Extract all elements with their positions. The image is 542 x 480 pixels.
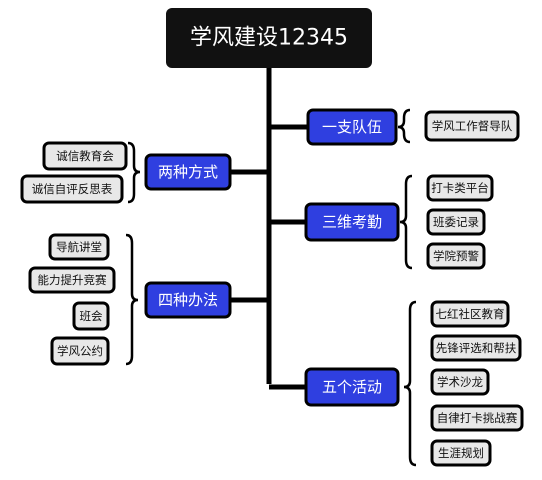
leaf-node-box (426, 242, 486, 270)
leaf-node: 学术沙龙 (430, 368, 490, 396)
leaf-node-label: 学院预警 (433, 249, 479, 263)
branch-node-label: 两种方式 (158, 163, 218, 181)
brace-b5 (403, 300, 417, 467)
leaf-node-box (426, 174, 494, 202)
leaf-node-label: 诚信教育会 (56, 149, 114, 163)
leaf-node-box (72, 301, 110, 331)
leaf-node-label: 班委记录 (433, 215, 479, 229)
leaf-node-box (42, 141, 128, 171)
child-braces (125, 108, 417, 467)
branch-node-box (304, 367, 400, 407)
leaf-node-box (430, 334, 522, 362)
branch-node-box (306, 108, 398, 146)
leaf-node: 诚信自评反思表 (20, 174, 124, 204)
leaf-node-label: 自律打卡挑战赛 (437, 411, 518, 425)
branch-node-b5: 五个活动 (304, 367, 400, 407)
branch-node-label: 四种办法 (158, 291, 218, 309)
branch-node-box (144, 153, 232, 191)
leaf-node-label: 诚信自评反思表 (32, 182, 113, 196)
leaf-node: 先锋评选和帮扶 (430, 334, 522, 362)
leaf-node-box (20, 174, 124, 204)
branch-node-b4: 四种办法 (144, 281, 232, 319)
leaf-node-label: 七红社区教育 (436, 307, 505, 321)
leaf-node-label: 学术沙龙 (437, 375, 483, 389)
brace-b3 (399, 174, 413, 270)
leaf-node: 导航讲堂 (48, 233, 110, 261)
branch-node-box (144, 281, 232, 319)
branch-node-box (304, 202, 400, 242)
leaf-node-box (430, 404, 524, 432)
leaf-node-box (426, 208, 486, 236)
leaf-node-box (424, 110, 520, 142)
root-node-box (166, 8, 372, 68)
leaf-node-box (430, 368, 490, 396)
leaf-node: 学风工作督导队 (424, 110, 520, 142)
leaf-node-box (28, 266, 116, 294)
leaf-node: 生涯规划 (430, 439, 492, 467)
leaf-node: 自律打卡挑战赛 (430, 404, 524, 432)
branch-node-b2: 两种方式 (144, 153, 232, 191)
leaf-node-label: 打卡类平台 (431, 181, 489, 195)
leaf-node: 班委记录 (426, 208, 486, 236)
leaf-node-box (430, 300, 510, 328)
leaf-node-box (48, 233, 110, 261)
leaf-node-label: 班会 (80, 309, 103, 323)
leaf-node: 打卡类平台 (426, 174, 494, 202)
leaf-node-label: 学风工作督导队 (432, 119, 513, 133)
branch-node-label: 五个活动 (322, 378, 382, 396)
leaf-node-label: 生涯规划 (438, 446, 484, 460)
leaf-node-label: 导航讲堂 (56, 240, 102, 254)
root-node-label: 学风建设12345 (190, 26, 348, 51)
leaf-node-label: 先锋评选和帮扶 (436, 341, 517, 355)
leaf-node: 诚信教育会 (42, 141, 128, 171)
brace-b2 (127, 141, 141, 204)
branch-node-b3: 三维考勤 (304, 202, 400, 242)
leaf-node: 学院预警 (426, 242, 486, 270)
leaf-node: 能力提升竞赛 (28, 266, 116, 294)
leaf-node: 学风公约 (50, 336, 110, 366)
leaf-node-box (430, 439, 492, 467)
brace-b4 (125, 233, 139, 366)
leaf-node: 七红社区教育 (430, 300, 510, 328)
leaf-node-box (50, 336, 110, 366)
branch-node-label: 三维考勤 (322, 213, 382, 231)
brace-b1 (397, 108, 411, 144)
root-node: 学风建设12345 (166, 8, 372, 68)
branch-node-b1: 一支队伍 (306, 108, 398, 146)
leaf-node: 班会 (72, 301, 110, 331)
leaf-node-label: 能力提升竞赛 (38, 273, 107, 287)
branch-node-label: 一支队伍 (322, 118, 382, 136)
connector-lines (230, 68, 308, 390)
leaf-node-label: 学风公约 (57, 344, 103, 358)
